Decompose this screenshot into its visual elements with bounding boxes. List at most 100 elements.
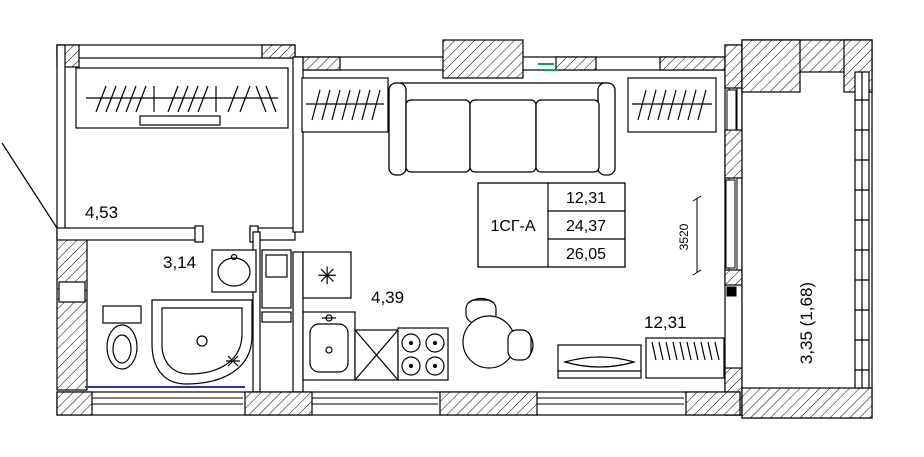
wall-hatch <box>724 269 743 286</box>
radiator-icon <box>726 89 737 131</box>
sofa-arm-left <box>388 82 407 176</box>
burner-dot <box>408 340 414 346</box>
hanger-marks <box>95 85 277 113</box>
wardrobe-drawer <box>139 115 221 126</box>
desk-outline <box>557 344 642 379</box>
sink-counter <box>211 249 257 293</box>
desk-lens <box>562 356 637 368</box>
wardrobe-left <box>301 77 389 133</box>
wall-niche <box>58 281 86 303</box>
balcony-outline <box>741 39 873 419</box>
bathtub-drain <box>196 335 208 347</box>
dining-table-icon <box>462 297 534 369</box>
area-bathroom: 3,14 <box>163 253 196 272</box>
balcony-hatch-bottom <box>741 387 873 419</box>
wall-hatch <box>555 56 597 71</box>
wall-hatch <box>685 391 741 416</box>
bathtub-outline <box>151 299 253 385</box>
balcony <box>741 39 873 419</box>
fridge-snowflake-icon: ✳ <box>317 263 337 290</box>
toilet-icon <box>102 305 142 370</box>
stove-outline <box>397 327 449 381</box>
rack-outline <box>645 337 725 379</box>
revision-marks <box>538 63 558 71</box>
balcony-hatch-topleft <box>741 39 801 93</box>
rack-icon <box>645 337 725 379</box>
burner <box>401 333 421 353</box>
bathtub-icon <box>151 299 253 385</box>
living-furniture <box>557 337 725 379</box>
burner <box>425 333 445 353</box>
sink-basin <box>217 257 251 287</box>
radiators <box>725 89 737 297</box>
cabinet-outline <box>261 249 292 309</box>
kitchen-sink-icon <box>302 311 356 381</box>
legend-value-3: 26,05 <box>566 246 606 263</box>
entrance-leader-line <box>1 142 58 229</box>
legend-title: 1СГ-А <box>490 218 535 235</box>
vent-shaft <box>442 39 524 79</box>
burner-dot <box>408 363 414 369</box>
sofa <box>388 82 616 176</box>
sofa-seat <box>535 99 600 173</box>
tap-icon <box>226 355 240 367</box>
room-labels: 4,53 3,14 4,39 12,31 3,35 (1,68) <box>85 203 816 364</box>
burner <box>401 356 421 376</box>
toilet-bowl-inner <box>112 334 132 364</box>
chair-back <box>527 331 534 359</box>
legend-outline <box>477 182 626 268</box>
door-jamb <box>194 225 204 243</box>
legend-value-2: 24,37 <box>566 218 606 235</box>
fridge-outline <box>302 251 352 299</box>
rack-marks <box>651 341 720 361</box>
wall-segment <box>292 251 304 393</box>
burner <box>425 356 445 376</box>
sofa-seat <box>405 99 471 173</box>
bathroom-sink-icon <box>211 249 257 293</box>
wall-hatch <box>724 129 743 179</box>
area-kitchen: 4,39 <box>371 288 404 307</box>
area-living: 12,31 <box>644 313 687 332</box>
wardrobe-outline <box>301 77 389 133</box>
fridge-icon: ✳ <box>302 251 352 299</box>
sink-drain <box>325 346 333 354</box>
desk-icon <box>557 344 642 379</box>
wall-hatch <box>724 44 743 89</box>
counter-icon <box>354 329 399 381</box>
cabinet-shelf <box>261 311 292 323</box>
chair-back <box>467 297 495 304</box>
legend-value-1: 12,31 <box>566 190 606 207</box>
wall-hatch <box>244 391 313 416</box>
wall-hatch <box>439 391 538 416</box>
hanger-marks <box>637 89 707 121</box>
kitchen-fixtures: ✳ <box>302 251 534 381</box>
cabinet-inner <box>265 254 288 278</box>
dim-3520: 3520 <box>677 223 691 250</box>
sofa-seat <box>469 99 537 173</box>
wall-segment <box>56 44 296 59</box>
wardrobe-hall <box>75 67 289 129</box>
table-top <box>462 315 516 369</box>
wall-hatch <box>56 391 93 416</box>
wall-segment <box>292 56 304 233</box>
stove-icon <box>397 327 449 381</box>
door-marker <box>726 286 737 297</box>
sofa-arm-right <box>597 82 616 176</box>
dimension-3520: 3520 <box>677 195 702 276</box>
sink-tap <box>230 253 238 261</box>
bathroom-fixtures <box>102 249 292 385</box>
area-hall: 4,53 <box>85 203 118 222</box>
legend-table: 1СГ-А 12,31 24,37 26,05 <box>477 182 626 268</box>
burner-dot <box>432 363 438 369</box>
chair <box>507 329 532 361</box>
hanger-marks <box>311 89 381 121</box>
sink-basin <box>309 323 349 373</box>
bathtub-inner <box>161 307 243 375</box>
wall-segment <box>56 227 203 241</box>
area-balcony: 3,35 (1,68) <box>797 282 816 364</box>
wall-segment <box>56 44 66 233</box>
burner-dot <box>432 340 438 346</box>
counter-cross <box>354 329 399 381</box>
